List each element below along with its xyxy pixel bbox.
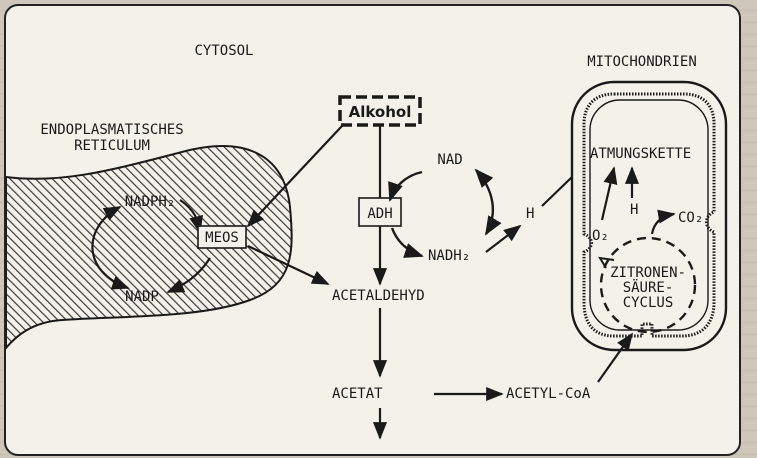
meos-label: MEOS xyxy=(205,230,239,246)
nad-label: NAD xyxy=(437,152,462,168)
acetyl-coa-label: ACETYL-CoA xyxy=(506,386,591,402)
cytosol-label: CYTOSOL xyxy=(194,43,253,59)
o2-label: O₂ xyxy=(592,228,609,244)
nadph2-label: NADPH₂ xyxy=(125,194,176,210)
zitronen-label-line1: ZITRONEN- xyxy=(610,265,686,281)
adh-label: ADH xyxy=(367,206,392,222)
metabolism-diagram: MEOS NADPH₂ NADP ENDOPLASMATISCHES RETIC… xyxy=(6,6,741,456)
co2-label: CO₂ xyxy=(678,210,703,226)
h-cytosol-label: H xyxy=(526,206,534,222)
h-mito-label: H xyxy=(630,202,638,218)
zitronen-label-line2: SÄURE- xyxy=(623,278,674,296)
atmungskette-label: ATMUNGSKETTE xyxy=(590,146,691,162)
diagram-panel: MEOS NADPH₂ NADP ENDOPLASMATISCHES RETIC… xyxy=(4,4,741,456)
er-label-line1: ENDOPLASMATISCHES xyxy=(40,122,183,138)
nad-cycle-lower-arc xyxy=(392,228,422,256)
alkohol-label: Alkohol xyxy=(349,103,412,121)
acetaldehyd-label: ACETALDEHYD xyxy=(332,288,425,304)
nad-cycle-upper-arc xyxy=(390,172,422,200)
mitochondrien-label: MITOCHONDRIEN xyxy=(587,54,697,70)
acetat-label: ACETAT xyxy=(332,386,383,402)
nadh2-to-h-arrow xyxy=(486,226,520,252)
nadh2-label: NADH₂ xyxy=(428,248,470,264)
nadp-label: NADP xyxy=(125,289,159,305)
er-label-line2: RETICULUM xyxy=(74,138,150,154)
nad-cycle-right-arc xyxy=(476,170,493,234)
zitronen-label-line3: CYCLUS xyxy=(623,295,674,311)
